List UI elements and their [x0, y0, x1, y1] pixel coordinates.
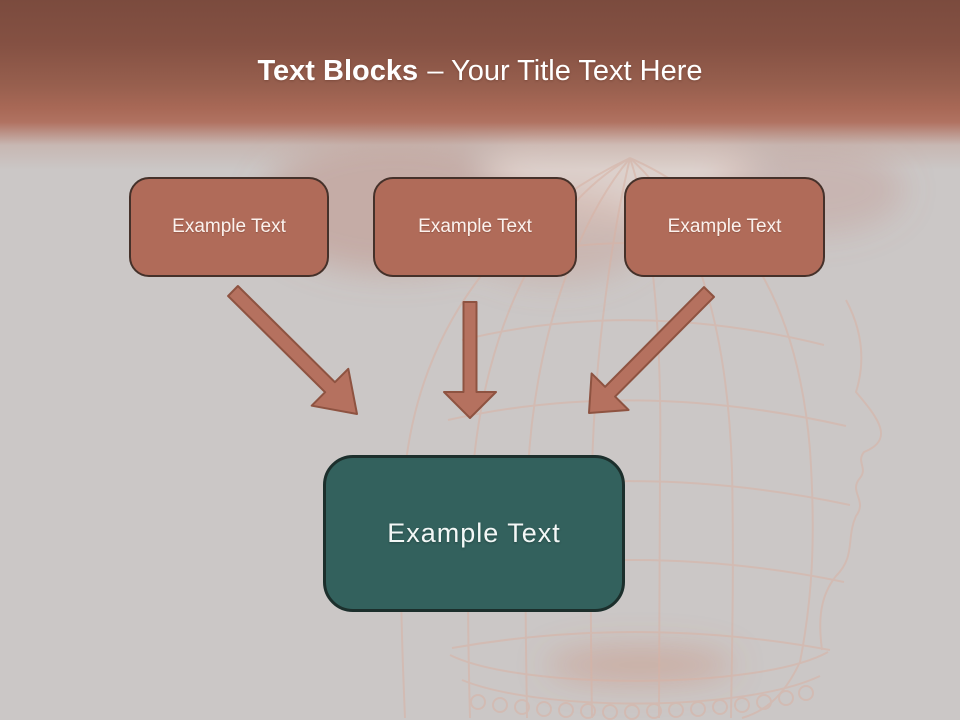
title-topic: Text Blocks — [257, 55, 419, 87]
arrow-diagonal-down-right-icon — [227, 285, 358, 415]
text-block-2-label: Example Text — [418, 216, 532, 237]
arrow-straight-down-icon — [443, 301, 497, 419]
text-block-1: Example Text — [129, 177, 329, 277]
arrow-diagonal-down-left-icon — [588, 286, 715, 414]
result-block-label: Example Text — [387, 518, 561, 548]
title-subtitle: – Your Title Text Here — [427, 55, 703, 87]
page-title: Text Blocks– Your Title Text Here — [0, 52, 960, 90]
slide-header — [0, 0, 960, 170]
text-block-2: Example Text — [373, 177, 577, 277]
text-block-3: Example Text — [624, 177, 825, 277]
text-block-3-label: Example Text — [667, 216, 782, 237]
text-block-1-label: Example Text — [172, 216, 286, 237]
pedestal-scallops — [470, 685, 814, 720]
result-block: Example Text — [323, 455, 625, 612]
